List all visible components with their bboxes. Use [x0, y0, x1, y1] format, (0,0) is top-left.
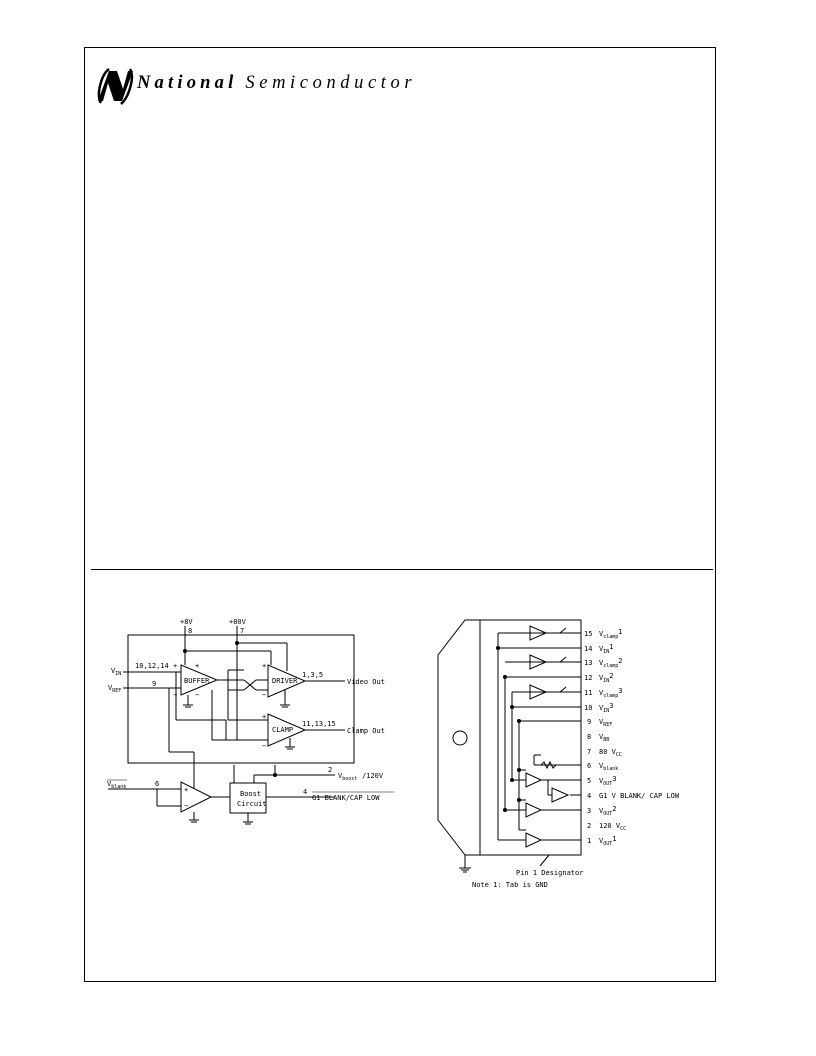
pin-label: VOUT3 — [599, 775, 616, 787]
pin-label: Vclamp2 — [599, 657, 623, 669]
vref-label: VREF — [108, 684, 121, 694]
pin1-designator-label: Pin 1 Designator — [516, 869, 583, 877]
boost-label-2: Circuit — [237, 800, 267, 808]
vboost-pin-label: 2 — [328, 766, 332, 774]
pin-number: 12 — [584, 674, 592, 682]
buffer-plus: + — [173, 662, 177, 670]
pin-number: 1 — [587, 837, 591, 845]
pin-label: G1 V BLANK/ CAP LOW — [599, 792, 680, 800]
clamp-plus: + — [262, 713, 266, 721]
tab-note: Note 1: Tab is GND — [472, 881, 548, 889]
vboost-label: /120V — [362, 772, 384, 780]
video-out-pins: 1,3,5 — [302, 671, 323, 679]
pin-number: 14 — [584, 645, 592, 653]
page-border — [84, 47, 716, 982]
pin-number: 3 — [587, 807, 591, 815]
pin-number: 9 — [587, 718, 591, 726]
block-diagram: +8V +80V 8 7 VIN 10,12,14 VREF 9 BUFFER … — [107, 618, 394, 825]
g1-pin-label: 4 — [303, 788, 307, 796]
pin-number: 4 — [587, 792, 591, 800]
vboost-v-label: Vboost — [338, 772, 357, 782]
vref-pin-label: 9 — [152, 680, 156, 688]
clamp-out-pins: 11,13,15 — [302, 720, 336, 728]
pin-8-label: 8 — [188, 627, 192, 635]
pin-number: 6 — [587, 762, 591, 770]
vin-label: VIN — [111, 667, 121, 677]
buffer-plus-2: + — [195, 662, 199, 670]
buffer-minus: − — [173, 691, 177, 699]
comparator-plus: + — [184, 786, 188, 794]
pin-label: Vblank — [599, 762, 618, 772]
clamp-label: CLAMP — [272, 726, 293, 734]
pin-label: VOUT2 — [599, 805, 616, 817]
vblank-label: Vblank — [107, 780, 126, 790]
pin-number: 8 — [587, 733, 591, 741]
pin-label: VIN3 — [599, 702, 613, 714]
brand-bold: National — [137, 73, 238, 93]
supply-8v-label: +8V — [180, 618, 193, 626]
buffer-minus-2: − — [195, 691, 199, 699]
comparator-minus: − — [184, 802, 188, 810]
pin-number: 5 — [587, 777, 591, 785]
vblank-pin-label: 6 — [155, 780, 159, 788]
video-out-label: Video Out — [347, 678, 385, 686]
supply-80v-label: +80V — [229, 618, 247, 626]
national-logo-icon — [97, 68, 134, 105]
pin-label: VBB — [599, 733, 609, 743]
pin-number: 13 — [584, 659, 592, 667]
pin-label: VIN2 — [599, 672, 613, 684]
pin-label: Vclamp1 — [599, 628, 623, 640]
pin-number: 15 — [584, 630, 592, 638]
vin-pins-label: 10,12,14 — [135, 662, 169, 670]
driver-minus: − — [262, 691, 266, 699]
company-name: National Semiconductor — [137, 73, 416, 94]
pin-number: 11 — [584, 689, 592, 697]
g1-label: G1 BLANK/CAP LOW — [312, 794, 380, 802]
pin-number: 7 — [587, 748, 591, 756]
pin-label: 120 VCC — [599, 822, 626, 832]
clamp-minus: − — [262, 742, 266, 750]
pin-label: Vclamp3 — [599, 687, 623, 699]
pin-label: VREF — [599, 718, 612, 728]
pin-label: 80 VCC — [599, 748, 622, 758]
brand-light: Semiconductor — [245, 73, 417, 93]
buffer-label: BUFFER — [184, 677, 210, 685]
pin-number: 10 — [584, 704, 592, 712]
clamp-out-label: Clamp Out — [347, 727, 385, 735]
pin-7-label: 7 — [240, 627, 244, 635]
boost-label-1: Boost — [240, 790, 261, 798]
pin-label: VIN1 — [599, 643, 613, 655]
pin-label: VOUT1 — [599, 835, 616, 847]
section-divider — [91, 569, 713, 570]
pin-number: 2 — [587, 822, 591, 830]
driver-label: DRIVER — [272, 677, 298, 685]
driver-plus: + — [262, 662, 266, 670]
